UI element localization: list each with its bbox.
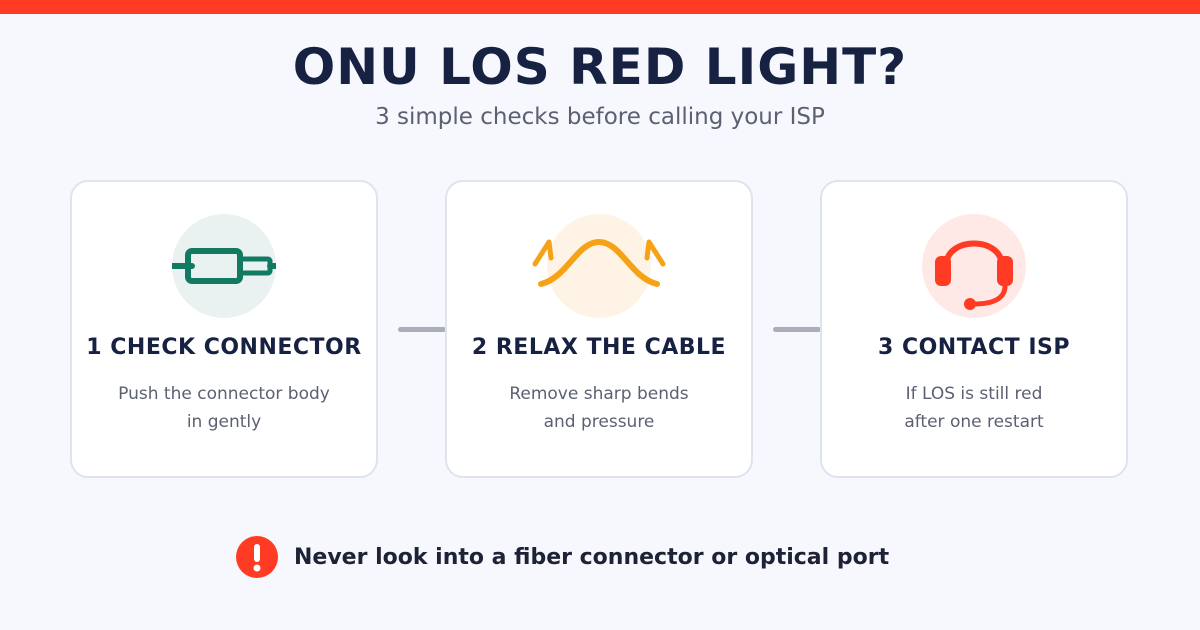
- step-description: Remove sharp bends and pressure: [509, 384, 689, 432]
- warning-text: Never look into a fiber connector or opt…: [294, 544, 890, 570]
- page-subtitle: 3 simple checks before calling your ISP: [375, 104, 825, 130]
- step-connector-line: [398, 327, 446, 332]
- step-description: If LOS is still red after one restart: [904, 384, 1044, 432]
- step-title: 3 CONTACT ISP: [877, 335, 1071, 360]
- safety-warning: Never look into a fiber connector or opt…: [236, 535, 889, 579]
- step-card-contact-isp: 3 CONTACT ISP If LOS is still red after …: [820, 180, 1128, 478]
- exclamation-icon: [236, 536, 278, 578]
- step-title: 1 CHECK CONNECTOR: [86, 335, 362, 360]
- headset-icon: [922, 214, 1026, 318]
- connector-icon: [172, 214, 276, 318]
- bent-cable-icon: [532, 214, 666, 318]
- step-card-check-connector: 1 CHECK CONNECTOR Push the connector bod…: [70, 180, 378, 478]
- step-card-relax-cable: 2 RELAX THE CABLE Remove sharp bends and…: [445, 180, 753, 478]
- step-connector-line: [773, 327, 821, 332]
- step-description: Push the connector body in gently: [118, 384, 330, 432]
- page-title: ONU LOS RED LIGHT?: [292, 38, 908, 96]
- step-title: 2 RELAX THE CABLE: [471, 335, 727, 360]
- top-accent-bar: [0, 0, 1200, 14]
